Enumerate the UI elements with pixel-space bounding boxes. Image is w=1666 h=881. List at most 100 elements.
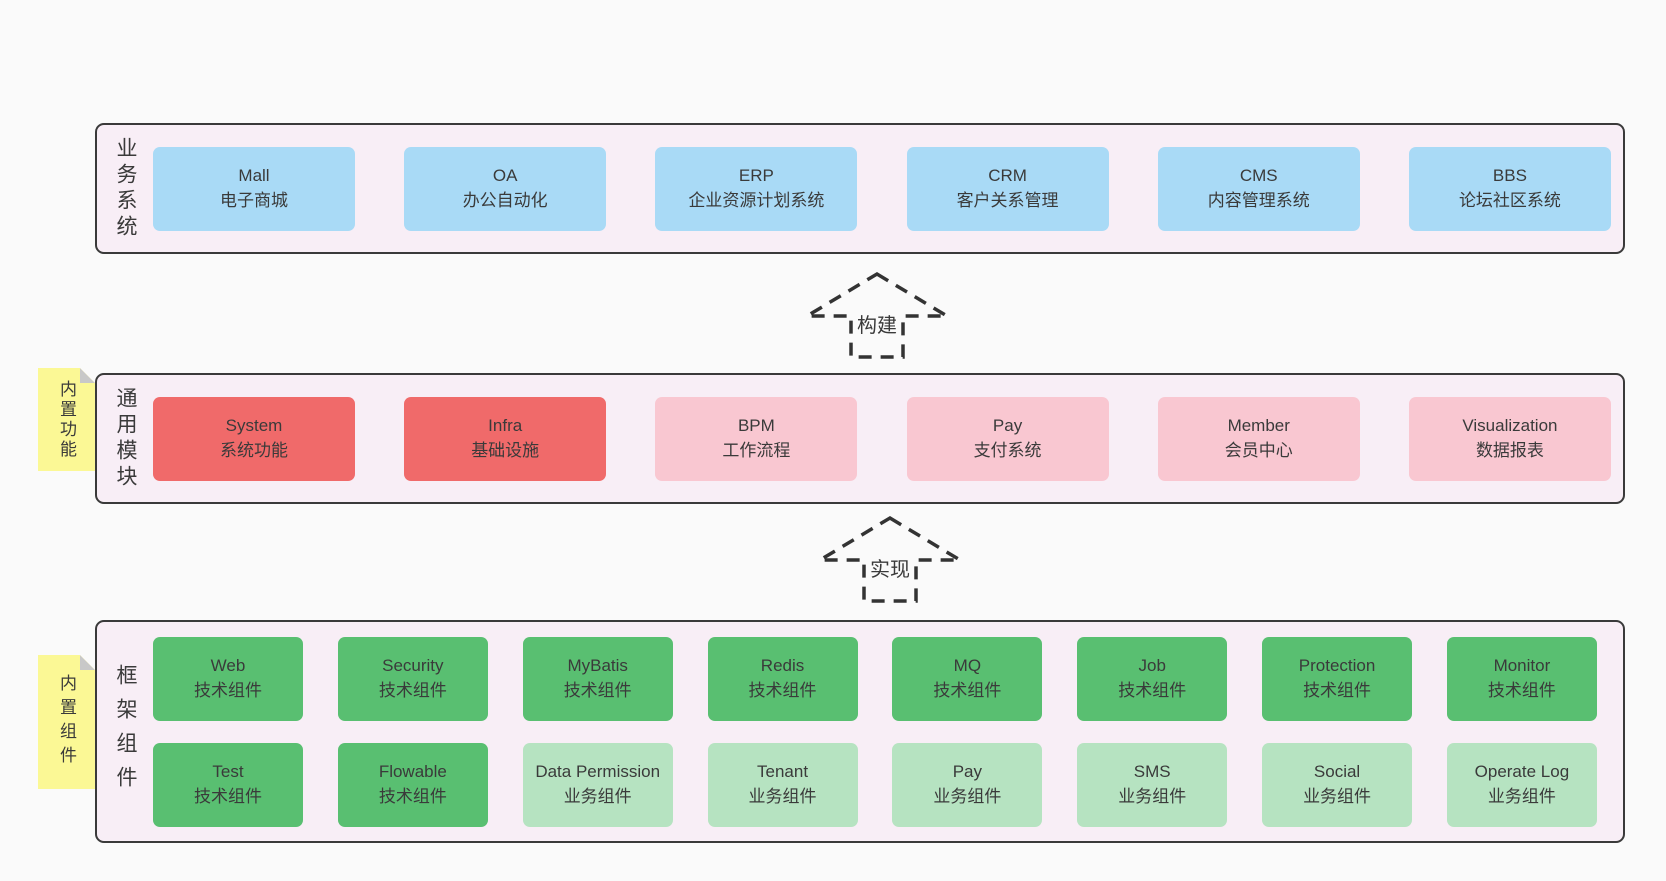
component-row-1: Web 技术组件 Security 技术组件 MyBatis 技术组件 Redi… [153, 636, 1597, 721]
business-boxes: Mall 电子商城 OA 办公自动化 ERP 企业资源计划系统 CRM 客户关系… [153, 125, 1611, 252]
band-business-systems: 业务系统 Mall 电子商城 OA 办公自动化 ERP 企业资源计划系统 CRM… [95, 123, 1625, 254]
band-label-business: 业务系统 [97, 125, 153, 252]
box-cms: CMS 内容管理系统 [1157, 146, 1360, 231]
box-bbs: BBS 论坛社区系统 [1408, 146, 1611, 231]
box-operate-log: Operate Log 业务组件 [1446, 742, 1597, 827]
sticky-fold-corner-icon [80, 368, 95, 383]
band-framework-components: 框架组件 Web 技术组件 Security 技术组件 MyBatis 技术组件… [95, 620, 1625, 843]
box-subtitle: 业务组件 [563, 786, 632, 806]
box-title: Redis [760, 655, 805, 675]
box-title: MQ [953, 655, 982, 675]
sticky-note-builtin-features: 内置功能 [38, 368, 95, 471]
sticky-text: 内置功能 [57, 379, 76, 460]
box-subtitle: 技术组件 [194, 786, 262, 806]
box-title: Member [1227, 415, 1290, 435]
sticky-fold-corner-icon [80, 655, 95, 670]
box-subtitle: 工作流程 [722, 440, 791, 460]
box-title: Test [212, 761, 244, 781]
box-monitor: Monitor 技术组件 [1446, 636, 1597, 721]
box-title: SMS [1133, 761, 1171, 781]
box-pay-system: Pay 支付系统 [906, 396, 1109, 481]
box-subtitle: 系统功能 [220, 440, 288, 460]
box-title: Flowable [378, 761, 447, 781]
box-title: BBS [1492, 165, 1527, 185]
box-subtitle: 技术组件 [1487, 680, 1556, 700]
box-member: Member 会员中心 [1157, 396, 1360, 481]
band-label-components: 框架组件 [97, 622, 153, 841]
box-title: Infra [488, 415, 523, 435]
box-sms: SMS 业务组件 [1077, 742, 1228, 827]
box-protection: Protection 技术组件 [1262, 636, 1413, 721]
box-subtitle: 会员中心 [1224, 440, 1293, 460]
band-label-modules: 通用模块 [97, 375, 153, 502]
box-subtitle: 电子商城 [220, 190, 288, 210]
box-tenant: Tenant 业务组件 [707, 742, 858, 827]
box-subtitle: 办公自动化 [462, 190, 548, 210]
box-subtitle: 业务组件 [1303, 786, 1372, 806]
module-boxes: System 系统功能 Infra 基础设施 BPM 工作流程 Pay 支付系统… [153, 375, 1611, 502]
box-visualization: Visualization 数据报表 [1408, 396, 1611, 481]
box-social: Social 业务组件 [1262, 742, 1413, 827]
box-subtitle: 内容管理系统 [1207, 190, 1310, 210]
box-title: Visualization [1462, 415, 1558, 435]
box-subtitle: 业务组件 [1118, 786, 1187, 806]
box-mybatis: MyBatis 技术组件 [522, 636, 673, 721]
box-title: Social [1313, 761, 1361, 781]
box-title: Operate Log [1474, 761, 1570, 781]
box-title: Security [382, 655, 444, 675]
box-title: CRM [988, 165, 1027, 185]
box-subtitle: 技术组件 [563, 680, 632, 700]
sticky-text: 内置组件 [57, 674, 76, 770]
band-common-modules: 通用模块 System 系统功能 Infra 基础设施 BPM 工作流程 Pay… [95, 373, 1625, 504]
box-subtitle: 技术组件 [378, 786, 447, 806]
box-subtitle: 技术组件 [194, 680, 262, 700]
box-redis: Redis 技术组件 [707, 636, 858, 721]
box-title: Pay [952, 761, 983, 781]
component-rows: Web 技术组件 Security 技术组件 MyBatis 技术组件 Redi… [153, 622, 1597, 841]
box-system: System 系统功能 [153, 396, 355, 481]
box-subtitle: 客户关系管理 [956, 190, 1059, 210]
box-title: ERP [738, 165, 774, 185]
band-label-text: 框架组件 [114, 663, 137, 800]
box-title: Tenant [757, 761, 809, 781]
box-infra: Infra 基础设施 [404, 396, 607, 481]
arrow-label: 构建 [857, 314, 897, 337]
box-subtitle: 业务组件 [933, 786, 1002, 806]
box-title: Job [1138, 655, 1166, 675]
box-subtitle: 数据报表 [1475, 440, 1544, 460]
box-title: Mall [238, 165, 270, 185]
box-title: CMS [1239, 165, 1278, 185]
box-mq: MQ 技术组件 [892, 636, 1043, 721]
box-subtitle: 业务组件 [748, 786, 817, 806]
box-flowable: Flowable 技术组件 [337, 742, 488, 827]
implement-up-arrow-icon: 实现 [813, 515, 967, 603]
box-subtitle: 论坛社区系统 [1458, 190, 1561, 210]
box-title: BPM [737, 415, 775, 435]
box-title: OA [492, 165, 518, 185]
box-oa: OA 办公自动化 [404, 146, 607, 231]
box-bpm: BPM 工作流程 [655, 396, 858, 481]
box-subtitle: 业务组件 [1487, 786, 1556, 806]
arrow-label: 实现 [870, 558, 910, 581]
component-row-2: Test 技术组件 Flowable 技术组件 Data Permission … [153, 742, 1597, 827]
box-title: MyBatis [567, 655, 628, 675]
box-subtitle: 技术组件 [748, 680, 817, 700]
box-web: Web 技术组件 [153, 636, 303, 721]
box-crm: CRM 客户关系管理 [906, 146, 1109, 231]
box-title: System [225, 415, 283, 435]
box-job: Job 技术组件 [1077, 636, 1228, 721]
box-title: Web [210, 655, 246, 675]
band-label-text: 业务系统 [114, 136, 137, 241]
box-subtitle: 支付系统 [973, 440, 1042, 460]
band-label-text: 通用模块 [114, 386, 137, 491]
box-subtitle: 基础设施 [471, 440, 540, 460]
box-security: Security 技术组件 [337, 636, 488, 721]
box-erp: ERP 企业资源计划系统 [655, 146, 858, 231]
box-subtitle: 企业资源计划系统 [688, 190, 825, 210]
box-subtitle: 技术组件 [933, 680, 1002, 700]
box-test: Test 技术组件 [153, 742, 303, 827]
box-title: Monitor [1493, 655, 1551, 675]
box-title: Data Permission [535, 761, 661, 781]
box-subtitle: 技术组件 [1303, 680, 1372, 700]
